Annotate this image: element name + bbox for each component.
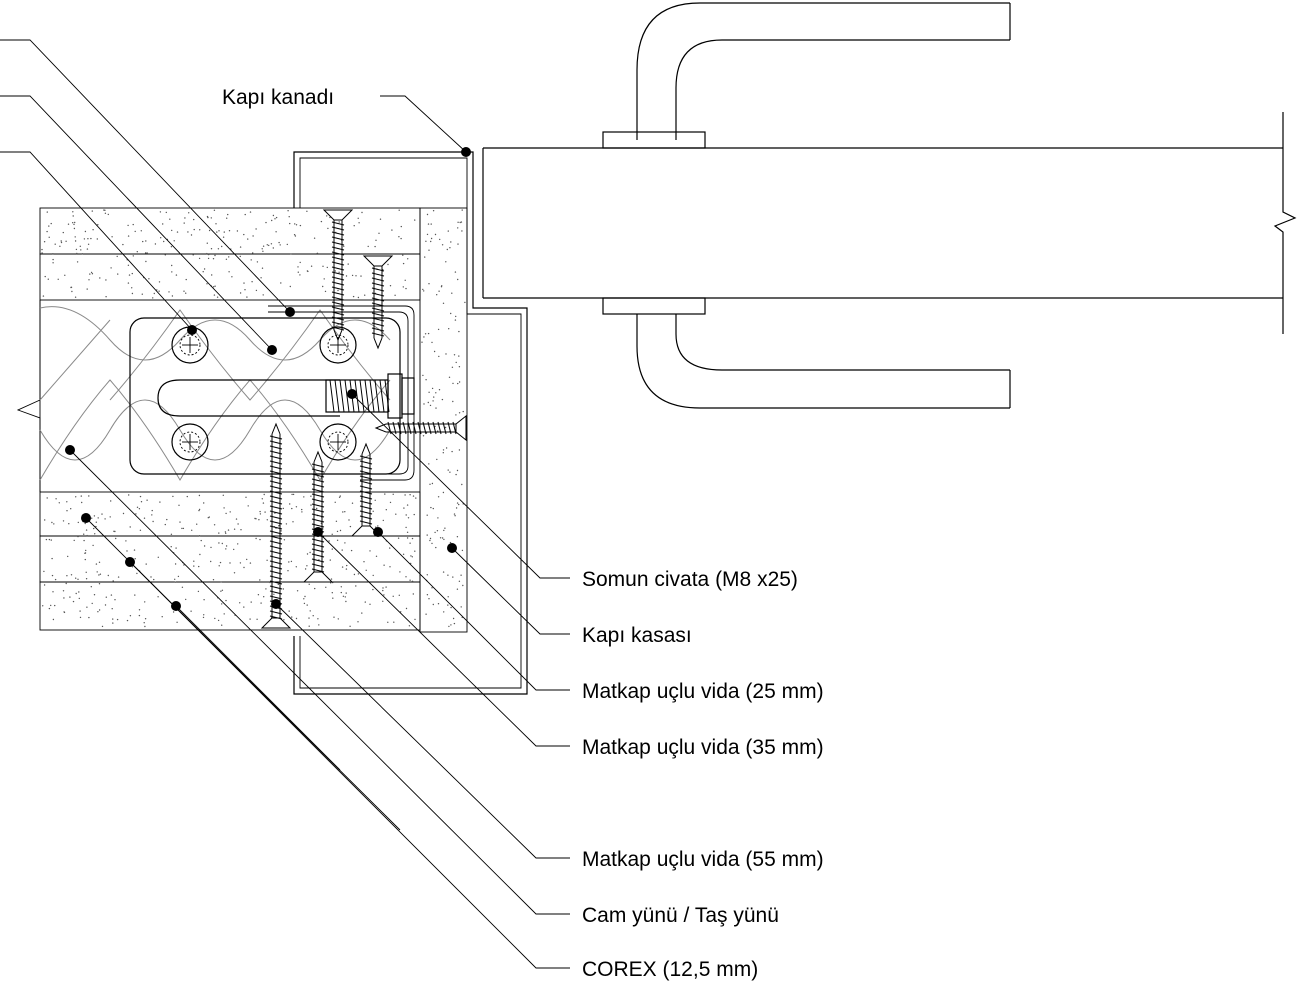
screw-55-top <box>322 209 354 342</box>
leader-dots <box>65 147 471 611</box>
label-screw-35: Matkap uçlu vida (35 mm) <box>582 736 824 759</box>
label-glass-wool: Cam yünü / Taş yünü <box>582 904 779 927</box>
dot-screw-55 <box>271 599 281 609</box>
screw-frame-side <box>374 414 467 442</box>
label-door-frame: Kapı kasası <box>582 624 692 647</box>
bolt-thread <box>329 379 390 413</box>
dot-1 <box>285 307 295 317</box>
dot-glass-wool <box>65 445 75 455</box>
insulation-wool <box>39 306 391 481</box>
dot-door-leaf <box>461 147 471 157</box>
dot-2 <box>267 345 277 355</box>
screw-35-bottom <box>302 450 334 583</box>
label-screw-25: Matkap uçlu vida (25 mm) <box>582 680 824 703</box>
hole-top-right <box>319 326 357 364</box>
label-corex: COREX (12,5 mm) <box>582 958 758 981</box>
hole-bottom-right <box>319 423 357 461</box>
screw-25-bottom <box>350 442 382 537</box>
hole-bottom-left <box>171 423 209 461</box>
dot-5 <box>171 601 181 611</box>
label-nut-bolt: Somun civata (M8 x25) <box>582 568 798 591</box>
board-speckle-texture <box>41 209 466 628</box>
label-door-leaf: Kapı kanadı <box>222 86 334 109</box>
label-screw-55: Matkap uçlu vida (55 mm) <box>582 848 824 871</box>
screw-55-bottom <box>260 422 292 629</box>
gypsum-boards <box>16 207 468 633</box>
dot-nut-bolt <box>347 389 357 399</box>
dot-screw-25 <box>373 527 383 537</box>
drill-screws <box>260 209 467 629</box>
plate-holes <box>171 326 357 461</box>
nut-bolt <box>325 373 415 419</box>
dot-corex <box>81 513 91 523</box>
dot-screw-35 <box>313 527 323 537</box>
callout-labels: Kapı kanadı Somun civata (M8 x25) Kapı k… <box>222 86 824 981</box>
door-handle <box>602 2 1011 409</box>
door-frame-profile <box>293 151 528 695</box>
dot-door-frame <box>447 543 457 553</box>
dot-3 <box>187 325 197 335</box>
leader-lines <box>0 39 570 969</box>
door-leaf-section <box>482 112 1297 334</box>
screw-25-top <box>362 255 394 350</box>
dot-4 <box>125 557 135 567</box>
